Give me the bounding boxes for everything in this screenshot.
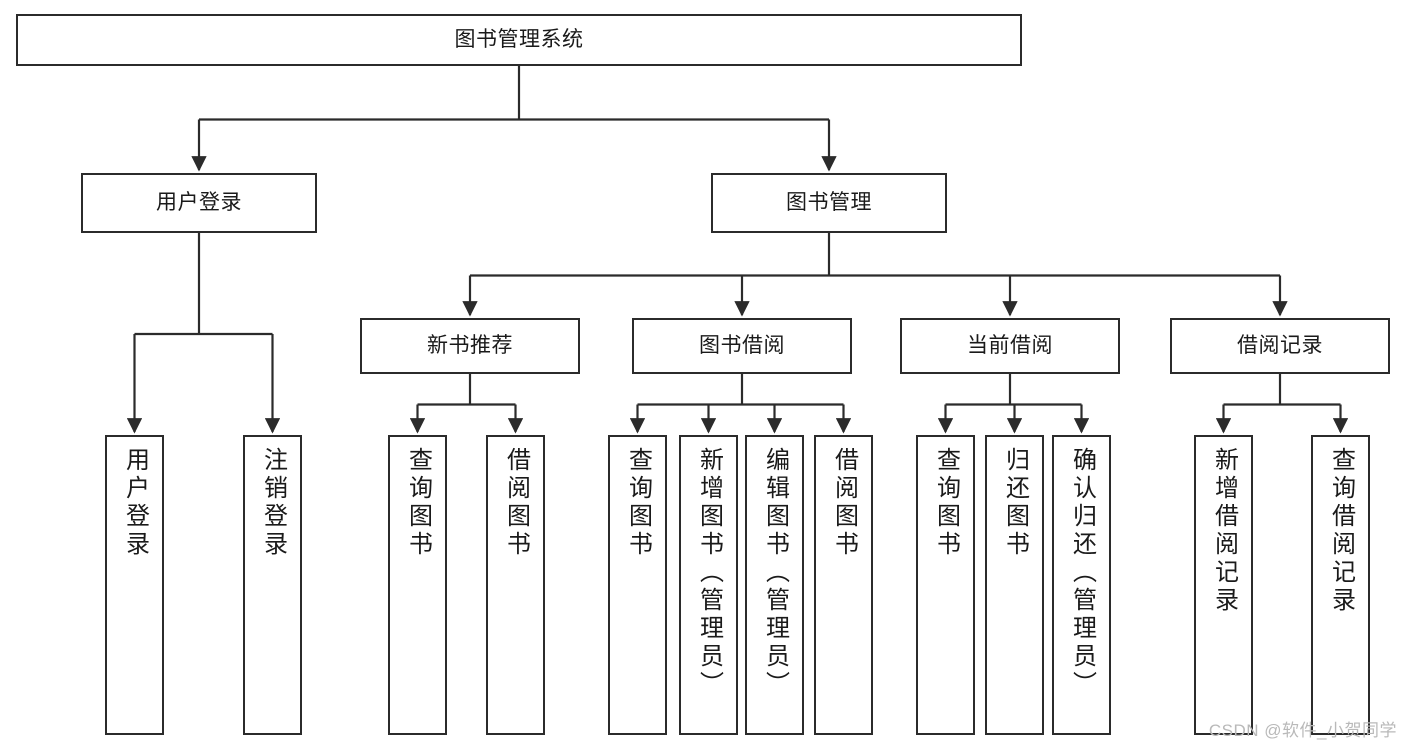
node-leaf-borrow-book-2[interactable]: 借阅图书 — [814, 435, 873, 735]
node-borrow-record[interactable]: 借阅记录 — [1170, 318, 1390, 374]
node-book-borrow[interactable]: 图书借阅 — [632, 318, 852, 374]
node-label: 新书推荐 — [427, 334, 513, 358]
node-leaf-query-book-1[interactable]: 查询图书 — [388, 435, 447, 735]
node-current-borrow[interactable]: 当前借阅 — [900, 318, 1120, 374]
node-leaf-return-book[interactable]: 归还图书 — [985, 435, 1044, 735]
node-new-book-rec[interactable]: 新书推荐 — [360, 318, 580, 374]
node-label: 借阅图书 — [830, 447, 858, 559]
node-leaf-user-login[interactable]: 用户登录 — [105, 435, 164, 735]
node-label: 图书管理 — [786, 191, 872, 215]
node-root[interactable]: 图书管理系统 — [16, 14, 1022, 66]
node-label: 注销登录 — [259, 447, 287, 559]
node-leaf-query-book-2[interactable]: 查询图书 — [608, 435, 667, 735]
node-label: 查询图书 — [404, 447, 432, 559]
node-leaf-query-book-3[interactable]: 查询图书 — [916, 435, 975, 735]
node-leaf-edit-book[interactable]: 编辑图书（管理员） — [745, 435, 804, 735]
node-label: 借阅记录 — [1237, 334, 1323, 358]
node-label: 确认归还（管理员） — [1068, 447, 1096, 699]
node-user-login[interactable]: 用户登录 — [81, 173, 317, 233]
node-leaf-add-book[interactable]: 新增图书（管理员） — [679, 435, 738, 735]
watermark-label: CSDN @软件_小贺同学 — [1208, 721, 1397, 740]
node-leaf-borrow-book-1[interactable]: 借阅图书 — [486, 435, 545, 735]
node-label: 查询图书 — [932, 447, 960, 559]
node-book-manage[interactable]: 图书管理 — [711, 173, 947, 233]
node-leaf-user-logout[interactable]: 注销登录 — [243, 435, 302, 735]
node-leaf-query-record[interactable]: 查询借阅记录 — [1311, 435, 1370, 735]
node-label: 查询借阅记录 — [1327, 447, 1355, 615]
node-label: 归还图书 — [1001, 447, 1029, 559]
node-label: 用户登录 — [121, 447, 149, 559]
node-label: 查询图书 — [624, 447, 652, 559]
node-label: 图书借阅 — [699, 334, 785, 358]
node-label: 用户登录 — [156, 191, 242, 215]
node-label: 新增图书（管理员） — [695, 447, 723, 699]
node-label: 当前借阅 — [967, 334, 1053, 358]
node-label: 新增借阅记录 — [1210, 447, 1238, 615]
node-label: 借阅图书 — [502, 447, 530, 559]
node-label: 编辑图书（管理员） — [761, 447, 789, 699]
node-leaf-confirm-return[interactable]: 确认归还（管理员） — [1052, 435, 1111, 735]
node-leaf-add-record[interactable]: 新增借阅记录 — [1194, 435, 1253, 735]
node-label: 图书管理系统 — [454, 28, 584, 52]
